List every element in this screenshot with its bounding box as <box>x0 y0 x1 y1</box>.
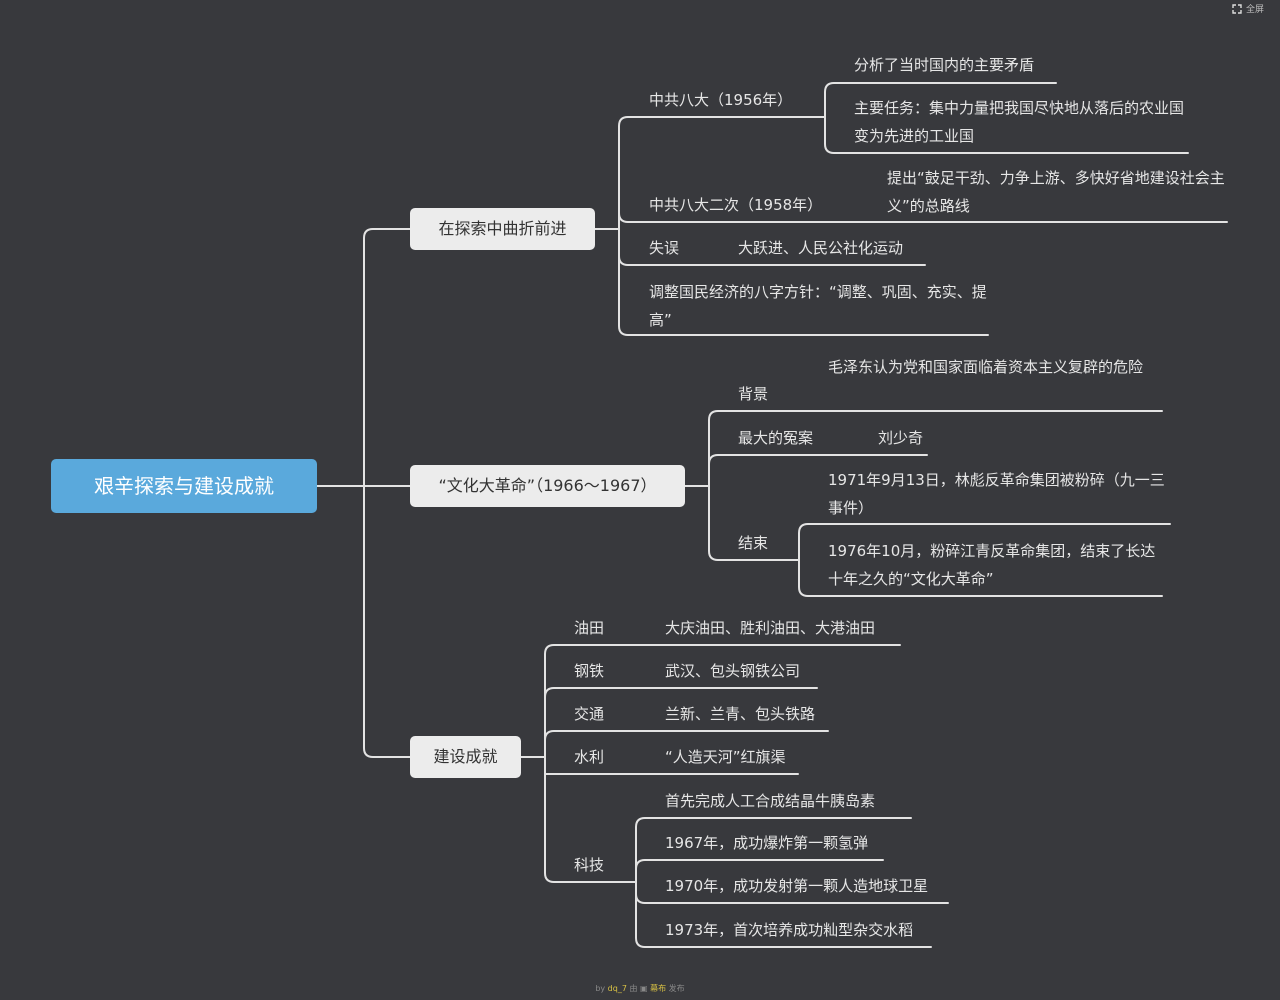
node-general-line[interactable]: 提出“鼓足干劲、力争上游、多快好省地建设社会主义”的总路线 <box>887 169 1225 215</box>
node-mistake[interactable]: 失误 <box>649 239 680 257</box>
node-culture-revolution[interactable]: “文化大革命”（1966～1967） <box>410 465 685 507</box>
node-tech-item[interactable]: 1973年，首次培养成功籼型杂交水稻 <box>665 921 914 939</box>
node-end-item-1[interactable]: 1971年9月13日，林彪反革命集团被粉碎（九一三事件） <box>828 471 1165 517</box>
node-ba-da[interactable]: 中共八大（1956年） <box>649 91 793 109</box>
node-tech-item[interactable]: 首先完成人工合成结晶牛胰岛素 <box>665 792 876 810</box>
node-water-item[interactable]: “人造天河”红旗渠 <box>665 748 786 766</box>
footer-brand-link[interactable]: 幕布 <box>650 984 667 993</box>
fullscreen-icon <box>1232 3 1242 14</box>
node-traffic[interactable]: 交通 <box>574 705 605 723</box>
fullscreen-button[interactable]: 全屏 <box>1232 2 1264 15</box>
node-eight-char-policy[interactable]: 调整国民经济的八字方针：“调整、巩固、充实、提高” <box>649 283 987 329</box>
footer-suffix: 发布 <box>668 984 685 993</box>
footer-author-link[interactable]: dq_7 <box>607 984 627 993</box>
footer-prefix: by <box>595 984 606 993</box>
node-biggest-case-item[interactable]: 刘少奇 <box>878 429 924 447</box>
node-steel[interactable]: 钢铁 <box>574 662 605 680</box>
node-end-item-2[interactable]: 1976年10月，粉碎江青反革命集团，结束了长达十年之久的“文化大革命” <box>828 542 1156 588</box>
node-oil-item[interactable]: 大庆油田、胜利油田、大港油田 <box>665 619 876 637</box>
node-background-item[interactable]: 毛泽东认为党和国家面临着资本主义复辟的危险 <box>828 358 1144 376</box>
node-traffic-item[interactable]: 兰新、兰青、包头铁路 <box>665 705 816 723</box>
node-oil[interactable]: 油田 <box>574 619 605 637</box>
node-tech[interactable]: 科技 <box>574 856 605 874</box>
root-node[interactable]: 艰辛探索与建设成就 <box>51 459 317 513</box>
node-background[interactable]: 背景 <box>738 385 769 403</box>
node-tech-item[interactable]: 1967年，成功爆炸第一颗氢弹 <box>665 834 869 852</box>
node-ba-da-item-2[interactable]: 主要任务：集中力量把我国尽快地从落后的农业国变为先进的工业国 <box>854 99 1185 145</box>
node-build[interactable]: 建设成就 <box>410 736 521 778</box>
node-ba-da-item-1[interactable]: 分析了当时国内的主要矛盾 <box>854 56 1035 74</box>
node-mistake-item[interactable]: 大跃进、人民公社化运动 <box>738 239 904 257</box>
mubu-logo-icon: ▣ <box>640 984 648 993</box>
node-biggest-case[interactable]: 最大的冤案 <box>738 429 814 447</box>
node-end[interactable]: 结束 <box>738 534 769 552</box>
node-explore[interactable]: 在探索中曲折前进 <box>410 208 595 250</box>
node-tech-item[interactable]: 1970年，成功发射第一颗人造地球卫星 <box>665 877 929 895</box>
node-steel-item[interactable]: 武汉、包头钢铁公司 <box>665 662 801 680</box>
footer-credit: by dq_7 由 ▣ 幕布 发布 <box>0 983 1280 994</box>
fullscreen-label: 全屏 <box>1245 5 1264 15</box>
footer-middle: 由 <box>629 984 638 993</box>
node-ba-da-er-ci[interactable]: 中共八大二次（1958年） <box>649 196 823 214</box>
node-water[interactable]: 水利 <box>574 748 605 766</box>
